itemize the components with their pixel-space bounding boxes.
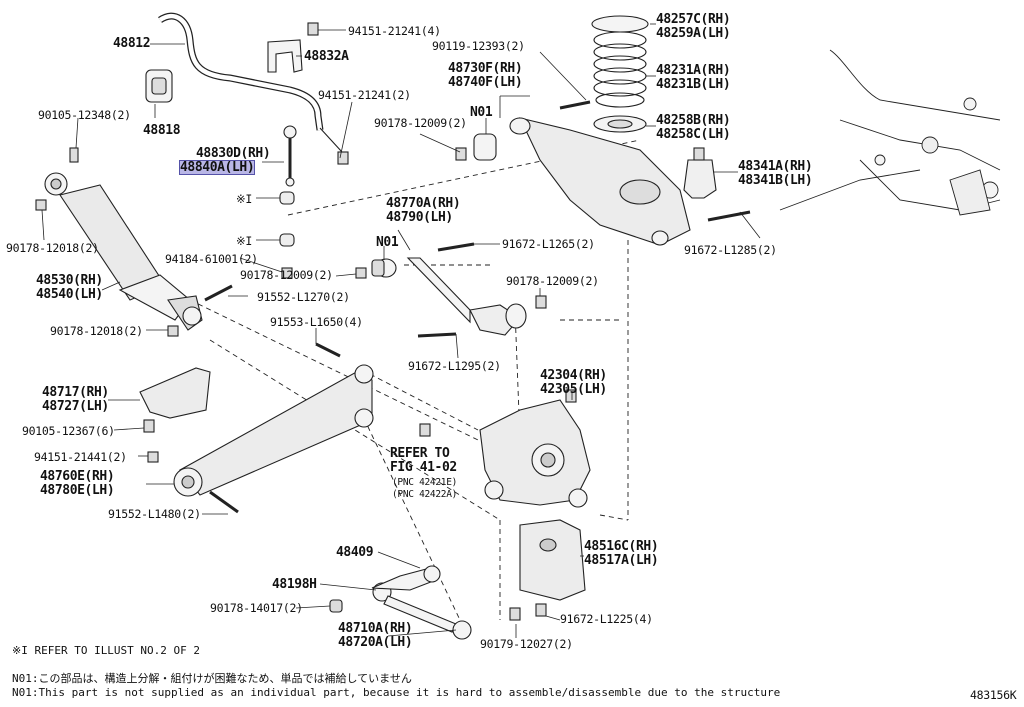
part-48717[interactable]: 48717(RH) bbox=[42, 385, 109, 400]
note-refer-illust: ※I REFER TO ILLUST NO.2 OF 2 bbox=[12, 644, 201, 657]
lower-trailing-arm bbox=[173, 364, 374, 497]
part-94151-21441[interactable]: 94151-21441(2) bbox=[34, 450, 127, 464]
toe-control-link bbox=[371, 565, 472, 640]
diagram-code: 483156K bbox=[970, 688, 1017, 702]
part-48818[interactable]: 48818 bbox=[143, 123, 181, 138]
refer-pnc-1: (PNC 42421E) bbox=[392, 477, 458, 488]
part-48231b[interactable]: 48231B(LH) bbox=[656, 77, 731, 92]
stabilizer-bracket bbox=[267, 39, 303, 73]
part-48540[interactable]: 48540(LH) bbox=[36, 287, 103, 302]
part-94151-21241-b[interactable]: 94151-21241(2) bbox=[318, 88, 411, 102]
part-48341a[interactable]: 48341A(RH) bbox=[738, 159, 813, 174]
part-90178-12018-a[interactable]: 90178-12018(2) bbox=[6, 241, 99, 255]
part-48517a[interactable]: 48517A(LH) bbox=[584, 553, 659, 568]
part-48257c[interactable]: 48257C(RH) bbox=[656, 12, 731, 27]
knuckle-bracket bbox=[519, 519, 586, 601]
upper-lateral-link bbox=[371, 257, 527, 336]
part-48198h[interactable]: 48198H bbox=[272, 577, 317, 592]
part-48740f[interactable]: 48740F(LH) bbox=[448, 75, 523, 90]
part-91552-l1480[interactable]: 91552-L1480(2) bbox=[108, 507, 201, 521]
refer-title: REFER TO bbox=[390, 446, 450, 461]
shock-absorber bbox=[44, 172, 203, 331]
part-48516c[interactable]: 48516C(RH) bbox=[584, 539, 659, 554]
part-91672-l1295[interactable]: 91672-L1295(2) bbox=[408, 359, 501, 373]
part-48530[interactable]: 48530(RH) bbox=[36, 273, 103, 288]
part-48720a[interactable]: 48720A(LH) bbox=[338, 635, 413, 650]
part-91672-l1225[interactable]: 91672-L1225(4) bbox=[560, 612, 653, 626]
part-48409[interactable]: 48409 bbox=[336, 545, 374, 560]
part-91553-l1650[interactable]: 91553-L1650(4) bbox=[270, 315, 363, 329]
part-90179-12027[interactable]: 90179-12027(2) bbox=[480, 637, 573, 651]
part-48258b[interactable]: 48258B(RH) bbox=[656, 113, 731, 128]
refer-pnc-2: (PNC 42422A) bbox=[392, 489, 458, 500]
part-48830d[interactable]: 48830D(RH) bbox=[196, 146, 271, 161]
part-42305[interactable]: 42305(LH) bbox=[540, 382, 607, 397]
note-n01-english: N01:This part is not supplied as an indi… bbox=[12, 686, 781, 699]
part-42304[interactable]: 42304(RH) bbox=[540, 368, 607, 383]
part-48727[interactable]: 48727(LH) bbox=[42, 399, 109, 414]
part-48259a[interactable]: 48259A(LH) bbox=[656, 26, 731, 41]
note-mark-1: ※I bbox=[236, 192, 252, 206]
upper-arm bbox=[509, 117, 691, 246]
coil-spring bbox=[591, 15, 649, 133]
part-90105-12348[interactable]: 90105-12348(2) bbox=[38, 108, 131, 122]
refer-fig-link[interactable]: FIG 41-02 bbox=[390, 460, 457, 475]
part-90178-12009-c[interactable]: 90178-12009(2) bbox=[506, 274, 599, 288]
part-48730f[interactable]: 48730F(RH) bbox=[448, 61, 523, 76]
part-94151-21241-a[interactable]: 94151-21241(4) bbox=[348, 24, 441, 38]
stabilizer-bar-fill bbox=[158, 13, 323, 131]
n01-marker-lateral-link: N01 bbox=[376, 235, 399, 250]
part-48770a[interactable]: 48770A(RH) bbox=[386, 196, 461, 211]
part-90119-12393[interactable]: 90119-12393(2) bbox=[432, 39, 525, 53]
arm-bracket bbox=[139, 367, 211, 419]
part-90105-12367[interactable]: 90105-12367(6) bbox=[22, 424, 115, 438]
part-48258c[interactable]: 48258C(LH) bbox=[656, 127, 731, 142]
vehicle-overview bbox=[779, 49, 1001, 216]
part-48231a[interactable]: 48231A(RH) bbox=[656, 63, 731, 78]
part-91552-l1270[interactable]: 91552-L1270(2) bbox=[257, 290, 350, 304]
part-91672-l1265[interactable]: 91672-L1265(2) bbox=[502, 237, 595, 251]
note-mark-2: ※I bbox=[236, 234, 252, 248]
part-90178-12009-a[interactable]: 90178-12009(2) bbox=[240, 268, 333, 282]
part-48832a[interactable]: 48832A bbox=[304, 49, 349, 64]
part-90178-14017[interactable]: 90178-14017(2) bbox=[210, 601, 303, 615]
part-48790[interactable]: 48790(LH) bbox=[386, 210, 453, 225]
note-n01-japanese: N01:この部品は、構造上分解・組付けが困難なため、単品では補給していません bbox=[12, 672, 412, 685]
part-91672-l1285[interactable]: 91672-L1285(2) bbox=[684, 243, 777, 257]
part-48840a-highlighted[interactable]: 48840A(LH) bbox=[178, 160, 256, 175]
part-48780e[interactable]: 48780E(LH) bbox=[40, 483, 115, 498]
part-48341b[interactable]: 48341B(LH) bbox=[738, 173, 813, 188]
part-48710a[interactable]: 48710A(RH) bbox=[338, 621, 413, 636]
stabilizer-bar-outline bbox=[158, 12, 324, 131]
part-48760e[interactable]: 48760E(RH) bbox=[40, 469, 115, 484]
part-94184-61001[interactable]: 94184-61001(2) bbox=[165, 252, 258, 266]
n01-marker-upper-arm: N01 bbox=[470, 105, 493, 120]
part-90178-12009-b[interactable]: 90178-12009(2) bbox=[374, 116, 467, 130]
leader-lines bbox=[41, 23, 761, 638]
steering-knuckle bbox=[479, 399, 591, 508]
part-90178-12018-b[interactable]: 90178-12018(2) bbox=[50, 324, 143, 338]
part-48812[interactable]: 48812 bbox=[113, 36, 151, 51]
